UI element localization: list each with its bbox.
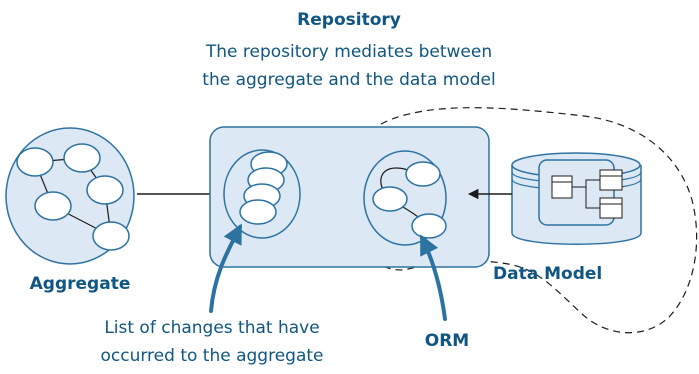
aggregate-node bbox=[92, 221, 130, 251]
orm-node bbox=[411, 213, 447, 239]
data-model-label: Data Model bbox=[493, 264, 602, 284]
orm-node bbox=[372, 186, 408, 212]
changes-label-line-2: occurred to the aggregate bbox=[100, 346, 323, 366]
change-item bbox=[239, 199, 277, 225]
aggregate-node bbox=[63, 143, 101, 173]
change-list-group bbox=[223, 149, 301, 239]
diagram-subtitle-line-1: The repository mediates between bbox=[205, 42, 492, 62]
changes-callout-arrow bbox=[209, 223, 242, 313]
data-model-boundary bbox=[348, 107, 698, 334]
orm-label: ORM bbox=[425, 331, 469, 351]
diagram-title: Repository bbox=[297, 10, 401, 30]
schema-table-icon bbox=[551, 175, 573, 199]
schema-table-icon bbox=[599, 169, 623, 191]
aggregate-node bbox=[86, 175, 124, 205]
schema-table-icon bbox=[599, 197, 623, 219]
changes-label-line-1: List of changes that have bbox=[104, 318, 319, 338]
orm-callout-arrow bbox=[420, 234, 447, 321]
schema-relationship-line bbox=[585, 187, 600, 209]
orm-group bbox=[363, 150, 447, 246]
aggregate-group bbox=[5, 127, 135, 265]
aggregate-node bbox=[34, 191, 72, 221]
aggregate-label: Aggregate bbox=[30, 274, 131, 294]
orm-node bbox=[405, 161, 441, 187]
aggregate-node bbox=[16, 147, 54, 177]
diagram-subtitle-line-2: the aggregate and the data model bbox=[202, 70, 495, 90]
schema-relationship-line bbox=[572, 179, 600, 188]
data-model-database bbox=[511, 152, 642, 245]
